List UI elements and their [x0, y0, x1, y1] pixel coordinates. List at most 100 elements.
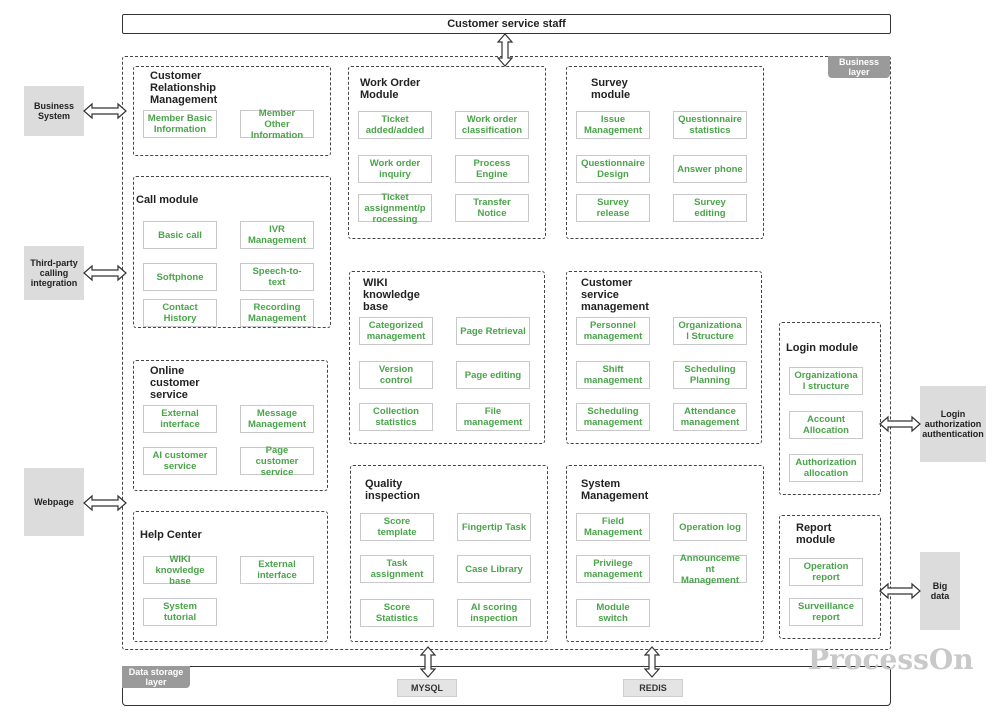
sysmgmt-item: Operation log — [673, 513, 747, 541]
module-customer-service-management: Customer service management Personnel ma… — [566, 271, 762, 444]
survey-item: Survey editing — [673, 194, 747, 222]
external-big-data: Big data — [920, 552, 960, 630]
online-item: AI customer service — [143, 447, 217, 475]
wiki-item: Categorized management — [359, 317, 433, 345]
external-business-system: Business System — [24, 86, 84, 136]
external-login-authorization: Login authorization authentication — [920, 386, 986, 462]
business-layer-tag: Business layer — [828, 56, 890, 78]
crm-item: Member Other Information — [240, 108, 314, 141]
module-wiki-knowledge-base: WIKI knowledge base Categorized manageme… — [349, 271, 545, 444]
module-crm: Customer Relationship Management Member … — [133, 66, 331, 156]
webpage-label: Webpage — [34, 497, 74, 507]
redis-database: REDIS — [623, 679, 683, 697]
online-title: Online customer service — [150, 365, 200, 401]
workorder-item: Process Engine — [455, 155, 529, 183]
online-item: External interface — [143, 405, 217, 433]
business-layer-label: Business layer — [838, 57, 880, 77]
help-title: Help Center — [140, 529, 202, 541]
redis-label: REDIS — [639, 683, 667, 693]
survey-item: Answer phone — [673, 155, 747, 183]
wiki-title: WIKI knowledge base — [363, 277, 420, 313]
big-data-label: Big data — [930, 581, 950, 601]
quality-item: Task assignment — [360, 555, 434, 583]
processon-watermark: ProcessOn — [808, 643, 974, 676]
login-item: Organizationa l structure — [789, 367, 863, 395]
survey-title: Survey module — [591, 77, 631, 101]
help-item: WIKI knowledge base — [143, 554, 217, 587]
survey-item: Questionnaire statistics — [673, 111, 747, 139]
module-report: Report module Operation report Surveilla… — [779, 515, 881, 639]
online-item: Page customer service — [240, 445, 314, 478]
login-item: Authorization allocation — [789, 454, 863, 482]
crm-item: Member Basic Information — [143, 110, 217, 138]
wiki-item: Page editing — [456, 361, 530, 389]
sysmgmt-item: Privilege management — [576, 555, 650, 583]
csm-item: Shift management — [576, 361, 650, 389]
wiki-item: Version control — [359, 361, 433, 389]
module-help-center: Help Center WIKI knowledge base External… — [133, 511, 328, 642]
double-arrow-icon — [879, 582, 921, 600]
workorder-item: Transfer Notice — [455, 194, 529, 222]
sysmgmt-item: Field Management — [576, 513, 650, 541]
csm-item: Organizationa l Structure — [673, 317, 747, 345]
survey-item: Survey release — [576, 194, 650, 222]
quality-item: Score Statistics — [360, 599, 434, 627]
csm-item: Scheduling management — [576, 403, 650, 431]
double-arrow-icon — [83, 494, 127, 512]
module-quality-inspection: Quality inspection Score template Finger… — [350, 465, 548, 642]
customer-service-staff-label: Customer service staff — [447, 18, 566, 30]
login-item: Account Allocation — [789, 411, 863, 439]
call-item: Recording Management — [240, 299, 314, 327]
workorder-title: Work Order Module — [360, 77, 421, 101]
csm-item: Scheduling Planning — [673, 361, 747, 389]
workorder-item: Work order inquiry — [358, 155, 432, 183]
sysmgmt-item: Module switch — [576, 599, 650, 627]
report-item: Operation report — [789, 558, 863, 586]
report-title: Report module — [796, 522, 836, 546]
double-arrow-icon — [83, 102, 127, 120]
crm-title: Customer Relationship Management — [150, 70, 218, 106]
module-survey: Survey module Issue Management Questionn… — [566, 66, 764, 239]
wiki-item: File management — [456, 403, 530, 431]
login-auth-label: Login authorization authentication — [922, 409, 984, 439]
quality-title: Quality inspection — [365, 478, 421, 502]
workorder-item: Ticket assignment/p rocessing — [358, 192, 432, 225]
double-arrow-icon — [83, 264, 127, 282]
business-system-label: Business System — [33, 101, 75, 121]
double-arrow-icon — [496, 33, 514, 67]
sysmgmt-title: System Management — [581, 478, 649, 502]
module-work-order: Work Order Module Ticket added/added Wor… — [348, 66, 546, 239]
module-call: Call module Basic call IVR Management So… — [133, 176, 331, 328]
call-item: Basic call — [143, 221, 217, 249]
survey-item: Issue Management — [576, 111, 650, 139]
double-arrow-icon — [643, 646, 661, 678]
csm-item: Personnel management — [576, 317, 650, 345]
mysql-database: MYSQL — [397, 679, 457, 697]
sysmgmt-item: Announceme nt Management — [673, 553, 747, 586]
csm-title: Customer service management — [581, 277, 649, 313]
help-item: External interface — [240, 556, 314, 584]
double-arrow-icon — [879, 415, 921, 433]
call-title: Call module — [136, 194, 199, 206]
report-item: Surveillance report — [789, 598, 863, 626]
workorder-item: Ticket added/added — [358, 111, 432, 139]
call-item: Speech-to- text — [240, 263, 314, 291]
external-third-party-calling: Third-party calling integration — [24, 246, 84, 300]
wiki-item: Collection statistics — [359, 403, 433, 431]
data-storage-layer-tag: Data storage layer — [122, 666, 190, 688]
survey-item: Questionnaire Design — [576, 155, 650, 183]
call-item: Contact History — [143, 299, 217, 327]
third-party-label: Third-party calling integration — [30, 258, 78, 288]
wiki-item: Page Retrieval — [456, 317, 530, 345]
module-login: Login module Organizationa l structure A… — [779, 322, 881, 495]
csm-item: Attendance management — [673, 403, 747, 431]
quality-item: Score template — [360, 513, 434, 541]
external-webpage: Webpage — [24, 468, 84, 536]
quality-item: Fingertip Task — [457, 513, 531, 541]
module-system-management: System Management Field Management Opera… — [566, 465, 764, 642]
online-item: Message Management — [240, 405, 314, 433]
help-item: System tutorial — [143, 598, 217, 626]
workorder-item: Work order classification — [455, 111, 529, 139]
double-arrow-icon — [419, 646, 437, 678]
